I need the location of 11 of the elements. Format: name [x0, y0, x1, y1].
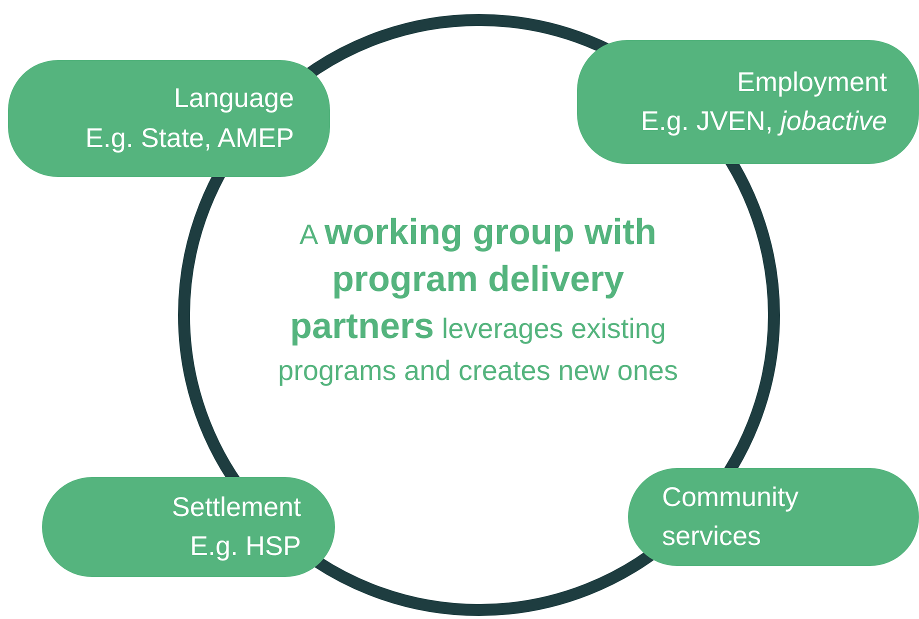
category-examples: E.g. State, AMEP	[84, 122, 294, 155]
category-title: Employment	[736, 66, 887, 99]
category-examples: E.g. JVEN, jobactive	[640, 105, 887, 138]
category-examples: E.g. HSP	[188, 530, 301, 563]
center-statement: A working group with program delivery partners leverages existing programs and creates new ones	[277, 210, 679, 388]
category-title: Community services	[662, 480, 800, 553]
category-pill	[577, 40, 919, 164]
category-pill	[8, 60, 330, 177]
category-pill	[628, 468, 919, 566]
category-title: Settlement	[170, 490, 301, 524]
category-title: Language	[172, 82, 294, 116]
